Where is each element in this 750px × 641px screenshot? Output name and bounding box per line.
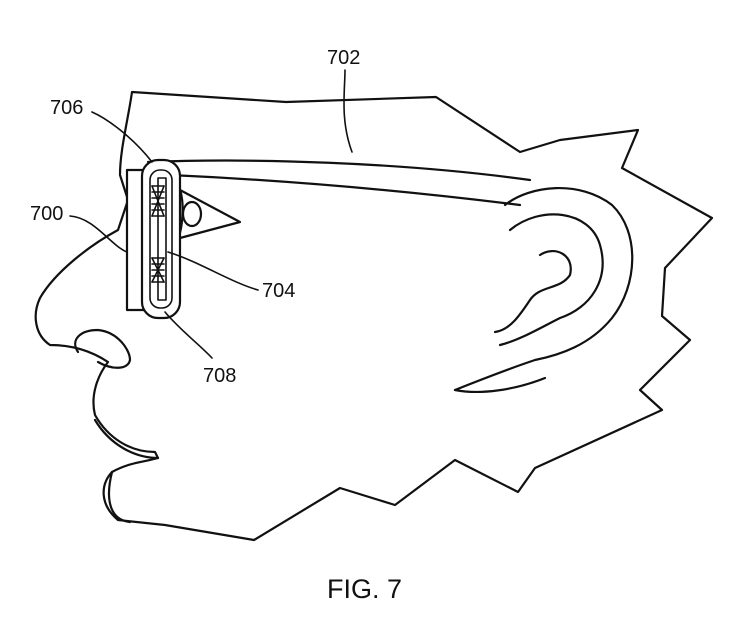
nostril	[74, 328, 132, 369]
label-706: 706	[50, 97, 83, 119]
headband-strap-top	[146, 159, 532, 182]
label-708: 708	[203, 365, 236, 387]
display-screen	[157, 177, 167, 301]
ear-inner	[498, 213, 604, 347]
top-emitter-array	[151, 185, 165, 217]
label-702: 702	[327, 47, 360, 69]
head-outline	[34, 90, 714, 542]
figure-caption: FIG. 7	[327, 574, 402, 604]
leader-702	[343, 69, 353, 153]
leader-704	[167, 251, 259, 291]
eye-pupil	[181, 200, 203, 228]
leader-700	[69, 215, 128, 253]
ear-canal	[493, 249, 572, 334]
device-inner-frame	[149, 169, 173, 309]
ear-lobe	[453, 376, 547, 393]
headband-strap-bottom	[168, 173, 522, 207]
eye	[176, 188, 242, 240]
label-704: 704	[262, 280, 295, 302]
leader-708	[164, 311, 213, 359]
ear-outer	[453, 187, 634, 392]
lower-lip	[108, 470, 132, 524]
bottom-emitter-array	[151, 257, 165, 283]
leader-706	[91, 111, 153, 163]
label-700: 700	[30, 203, 63, 225]
upper-lip	[93, 418, 160, 460]
